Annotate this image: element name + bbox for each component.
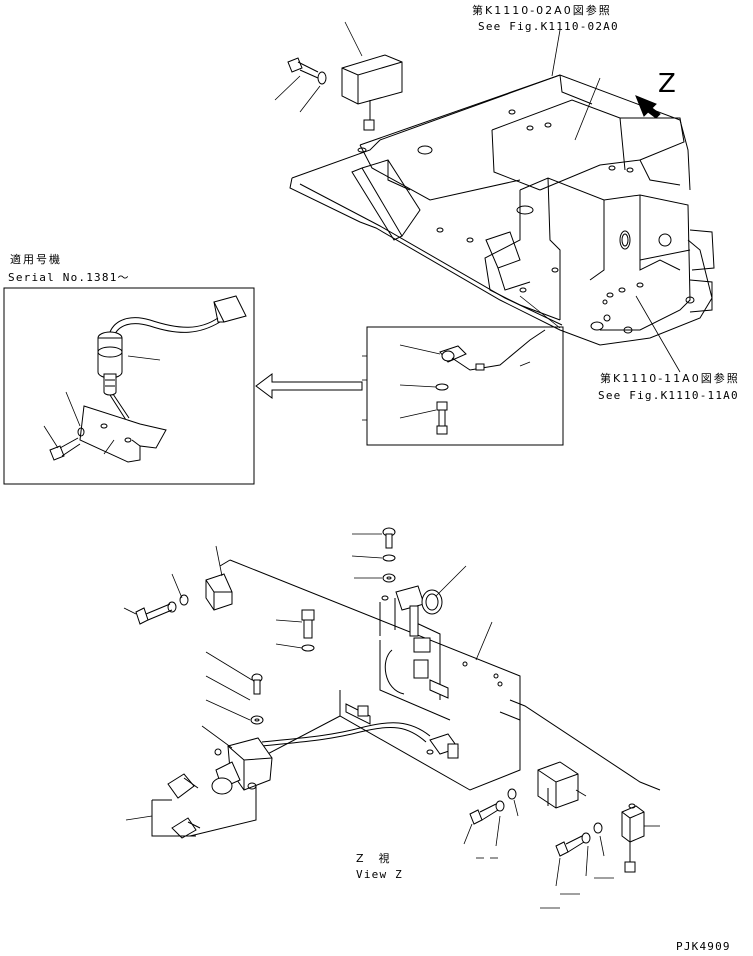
ref-top-jp: 第K1110-02A0図参照 (472, 3, 612, 17)
drawing-code: PJK4909 (676, 940, 731, 953)
view-z-en: View Z (356, 868, 403, 881)
view-z-jp: Z 視 (356, 851, 392, 865)
serial-box (3, 287, 255, 485)
detail-box (362, 326, 564, 446)
ref-right-en: See Fig.K1110-11A0 (598, 389, 739, 402)
frame-assembly (289, 74, 715, 346)
view-z-assembly (123, 527, 661, 909)
bolt-top (287, 57, 327, 85)
ref-right-jp: 第K1110-11A0図参照 (600, 371, 740, 385)
view-letter: Z (658, 69, 676, 99)
reference-arrow (255, 373, 363, 399)
relay-top (341, 54, 403, 131)
view-z-arrow (635, 95, 661, 119)
ref-top-en: See Fig.K1110-02A0 (478, 20, 619, 33)
callout-line (519, 295, 561, 329)
leader-lines-top (274, 21, 681, 373)
serial-jp: 適用号機 (10, 252, 62, 266)
serial-en: Serial No.1381～ (8, 271, 130, 284)
